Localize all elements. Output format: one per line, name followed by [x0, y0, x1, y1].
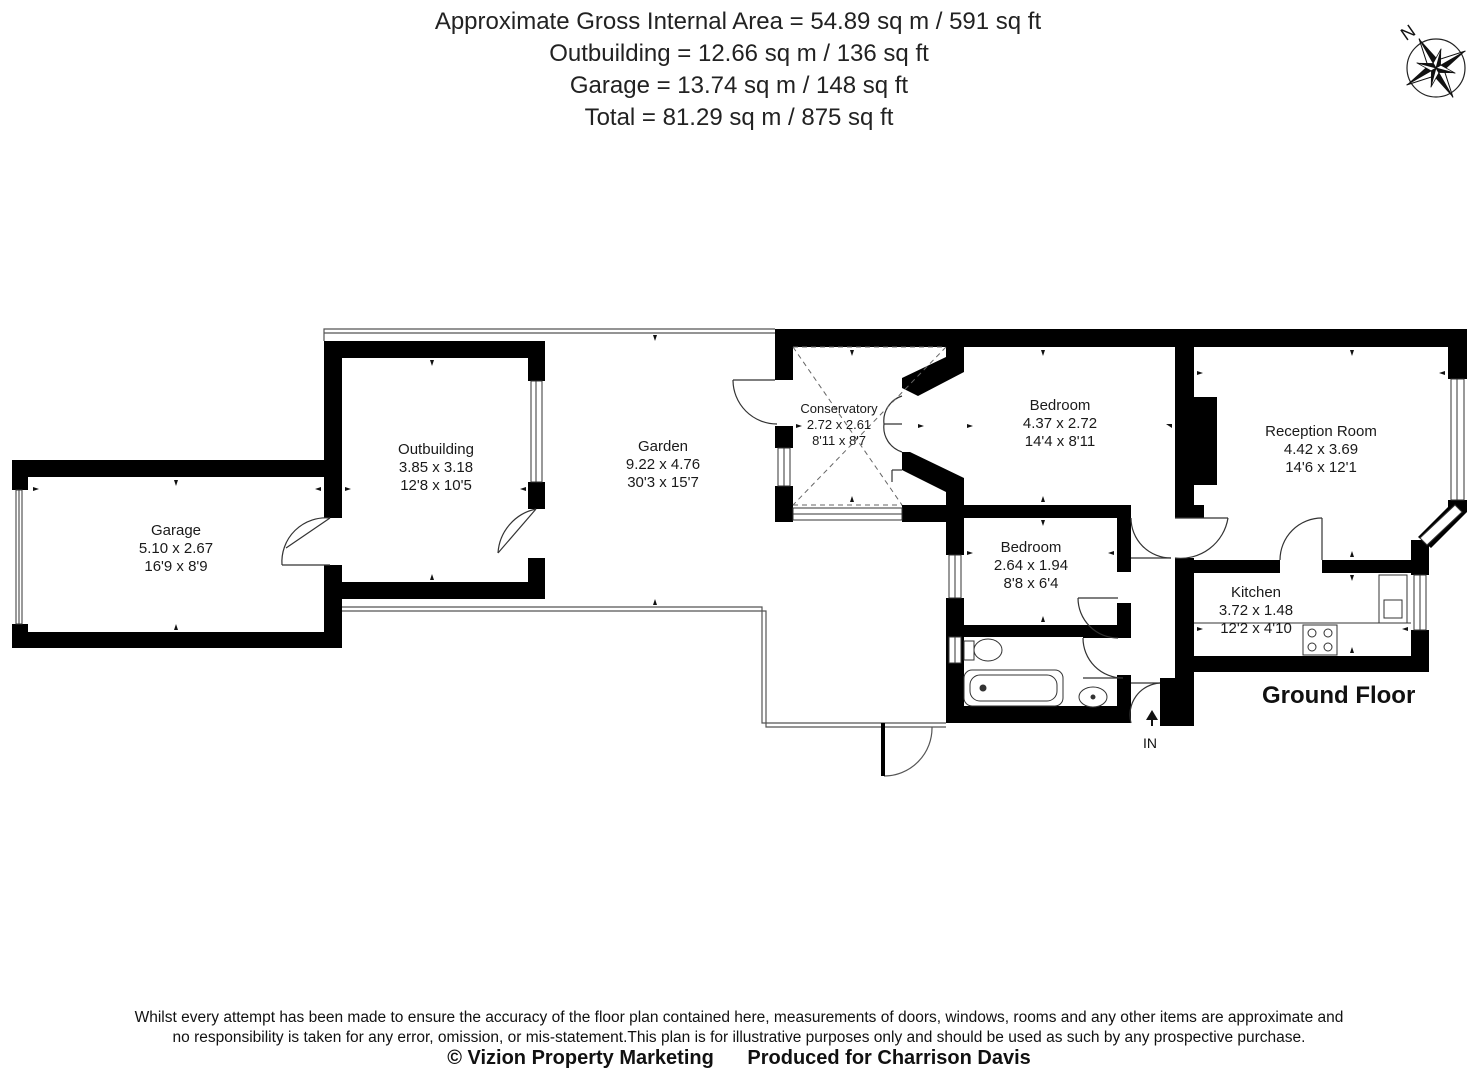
- room-name: Reception Room: [1265, 423, 1377, 440]
- room-label-garden: Garden 9.22 x 4.76 30'3 x 15'7: [593, 438, 733, 492]
- room-metric: 4.37 x 2.72: [1022, 415, 1098, 432]
- area-summary: Approximate Gross Internal Area = 54.89 …: [0, 6, 1478, 134]
- room-name: Bedroom: [1000, 539, 1062, 556]
- garden-boundary: [323, 328, 946, 777]
- room-metric: 4.42 x 3.69: [1283, 441, 1359, 458]
- room-label-garage: Garage 5.10 x 2.67 16'9 x 8'9: [106, 522, 246, 576]
- windows: [15, 378, 1465, 664]
- room-label-outbuilding: Outbuilding 3.85 x 3.18 12'8 x 10'5: [366, 441, 506, 495]
- room-metric: 2.64 x 1.94: [993, 557, 1069, 574]
- outbuilding-walls: [324, 341, 545, 599]
- room-imperial: 8'8 x 6'4: [1003, 575, 1059, 592]
- north-compass-icon: N: [1397, 21, 1466, 98]
- room-imperial: 14'4 x 8'11: [1024, 433, 1096, 450]
- room-imperial: 16'9 x 8'9: [144, 558, 208, 575]
- garage-walls: [12, 460, 342, 648]
- room-imperial: 8'11 x 8'7: [812, 433, 866, 448]
- dimension-markers: [33, 335, 1445, 726]
- floor-label: Ground Floor: [1262, 682, 1416, 709]
- room-label-reception: Reception Room 4.42 x 3.69 14'6 x 12'1: [1246, 423, 1396, 477]
- room-name: Outbuilding: [398, 441, 474, 458]
- room-imperial: 12'2 x 4'10: [1220, 620, 1292, 637]
- room-metric: 2.72 x 2.61: [806, 417, 872, 432]
- total-area: Total = 81.29 sq m / 875 sq ft: [584, 104, 894, 131]
- room-name: Bedroom: [1029, 397, 1091, 414]
- room-name: Conservatory: [800, 401, 878, 416]
- disclaimer-line: no responsibility is taken for any error…: [172, 1029, 1306, 1046]
- room-metric: 9.22 x 4.76: [625, 456, 701, 473]
- room-imperial: 12'8 x 10'5: [400, 477, 472, 494]
- disclaimer-line: Whilst every attempt has been made to en…: [134, 1009, 1344, 1026]
- room-label-conservatory: Conservatory 2.72 x 2.61 8'11 x 8'7: [786, 401, 892, 449]
- room-metric: 3.85 x 3.18: [398, 459, 474, 476]
- doors: [281, 379, 1323, 724]
- copyright-text: © Vizion Property Marketing: [447, 1047, 714, 1069]
- conservatory-roof: [792, 346, 947, 506]
- room-imperial: 30'3 x 15'7: [627, 474, 699, 491]
- room-label-bedroom-1: Bedroom 4.37 x 2.72 14'4 x 8'11: [990, 397, 1130, 451]
- garage-area: Garage = 13.74 sq m / 148 sq ft: [569, 72, 909, 99]
- room-label-kitchen: Kitchen 3.72 x 1.48 12'2 x 4'10: [1186, 584, 1326, 638]
- room-name: Kitchen: [1230, 584, 1282, 601]
- room-name: Garage: [150, 522, 202, 539]
- gross-internal-area: Approximate Gross Internal Area = 54.89 …: [434, 8, 1042, 35]
- room-label-bedroom-2: Bedroom 2.64 x 1.94 8'8 x 6'4: [961, 539, 1101, 593]
- credits: © Vizion Property Marketing Produced for…: [0, 1047, 1478, 1070]
- house-walls: [775, 329, 1467, 726]
- disclaimer: Whilst every attempt has been made to en…: [0, 1008, 1478, 1048]
- bathroom-fixtures: [963, 638, 1108, 708]
- room-name: Garden: [637, 438, 689, 455]
- outbuilding-area: Outbuilding = 12.66 sq m / 136 sq ft: [549, 40, 929, 67]
- room-imperial: 14'6 x 12'1: [1285, 459, 1357, 476]
- room-metric: 5.10 x 2.67: [138, 540, 214, 557]
- room-metric: 3.72 x 1.48: [1218, 602, 1294, 619]
- produced-for-text: Produced for Charrison Davis: [747, 1047, 1031, 1069]
- entrance-label: IN: [1143, 735, 1157, 751]
- kitchen-fixtures: [1194, 574, 1411, 656]
